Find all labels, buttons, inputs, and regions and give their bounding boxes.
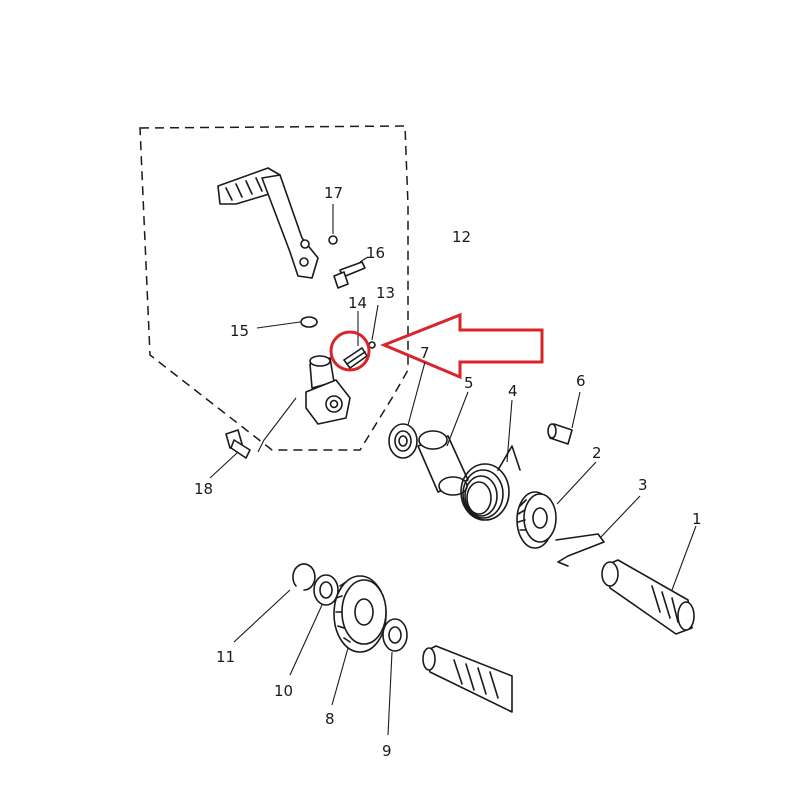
label-part-6: 6 bbox=[576, 372, 586, 390]
part-14-spring bbox=[343, 347, 368, 369]
highlight-arrow-icon bbox=[380, 312, 544, 380]
label-part-8: 8 bbox=[325, 710, 335, 728]
part-5-sleeve bbox=[417, 430, 469, 496]
label-part-13: 13 bbox=[376, 284, 395, 302]
part-11-circlip bbox=[292, 563, 316, 591]
part-15-clip bbox=[300, 316, 318, 328]
highlight-circle bbox=[329, 330, 371, 372]
label-part-5: 5 bbox=[464, 374, 474, 392]
label-part-17: 17 bbox=[324, 184, 343, 202]
part-4-spring bbox=[460, 445, 521, 521]
kick-boss bbox=[305, 355, 351, 425]
part-1-kick-axle bbox=[601, 559, 695, 635]
part-2-ratchet bbox=[516, 491, 557, 549]
part-6-pin bbox=[547, 423, 573, 445]
part-18-bolt bbox=[225, 429, 251, 459]
assembly-boundary bbox=[139, 125, 409, 451]
label-part-16: 16 bbox=[366, 244, 385, 262]
label-part-4: 4 bbox=[508, 382, 518, 400]
part-9-washer bbox=[382, 618, 408, 652]
label-part-9: 9 bbox=[382, 742, 392, 760]
label-part-11: 11 bbox=[216, 648, 235, 666]
part-7-bearing bbox=[388, 423, 418, 459]
label-part-18: 18 bbox=[194, 480, 213, 498]
label-part-15: 15 bbox=[230, 322, 249, 340]
part-8-gear bbox=[333, 575, 387, 653]
kick-lever bbox=[217, 167, 319, 279]
label-part-12: 12 bbox=[452, 228, 471, 246]
label-part-14: 14 bbox=[348, 294, 367, 312]
part-10-washer bbox=[313, 574, 339, 606]
part-16-bolt bbox=[333, 261, 366, 289]
label-part-7: 7 bbox=[420, 344, 430, 362]
label-part-2: 2 bbox=[592, 444, 602, 462]
label-part-1: 1 bbox=[692, 510, 702, 528]
part-3-clip bbox=[555, 533, 605, 567]
part-17-ball bbox=[328, 235, 338, 245]
label-part-10: 10 bbox=[274, 682, 293, 700]
main-axle bbox=[422, 645, 513, 713]
label-part-3: 3 bbox=[638, 476, 648, 494]
